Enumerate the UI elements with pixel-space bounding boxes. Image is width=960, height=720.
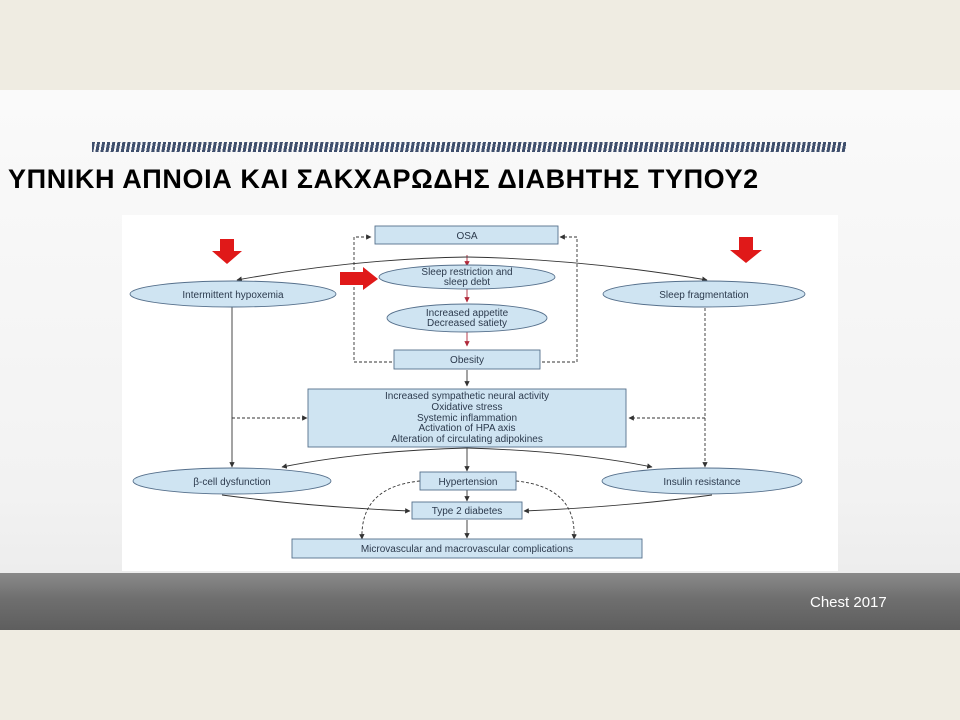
label-mechanism-3: Systemic inflammation xyxy=(417,413,517,424)
node-fragmentation-ellipse xyxy=(602,280,806,308)
edge-obesity-feedback-left xyxy=(353,234,392,363)
label-mechanism-1: Increased sympathetic neural activity xyxy=(385,391,549,402)
highlight-arrow-right xyxy=(730,237,762,263)
label-beta-cell: β-cell dysfunction xyxy=(193,477,270,488)
node-osa-box xyxy=(374,225,559,245)
label-type2-diabetes: Type 2 diabetes xyxy=(432,506,503,517)
edge-beta-to-diabetes xyxy=(221,494,411,514)
edge-mechanisms-to-beta xyxy=(281,447,468,469)
label-insulin-resistance: Insulin resistance xyxy=(663,477,741,488)
diagram-figure: OSA Sleep restriction and sleep debt Int… xyxy=(122,215,838,571)
edge-hypertension-curve-left xyxy=(359,480,421,540)
label-obesity: Obesity xyxy=(450,355,484,366)
node-insulin-resistance-ellipse xyxy=(601,467,803,495)
edge-obesity-feedback-right xyxy=(542,234,578,363)
highlight-arrows xyxy=(212,237,762,290)
flow-diagram: OSA Sleep restriction and sleep debt Int… xyxy=(129,225,806,559)
node-mechanisms-box xyxy=(307,388,627,448)
node-diabetes-box xyxy=(411,501,523,520)
label-osa: OSA xyxy=(456,231,477,242)
edge-hypertension-curve-right xyxy=(515,480,577,540)
node-sleep-restriction-ellipse xyxy=(378,264,556,290)
label-complications: Microvascular and macrovascular complica… xyxy=(361,544,573,555)
node-complications-box xyxy=(291,538,643,559)
label-mechanism-2: Oxidative stress xyxy=(431,402,502,413)
node-appetite-ellipse xyxy=(386,303,548,333)
label-fragmentation: Sleep fragmentation xyxy=(659,290,749,301)
nodes xyxy=(129,225,806,559)
edge-insulin-to-diabetes xyxy=(523,494,713,514)
footer-band xyxy=(0,573,960,630)
label-hypertension: Hypertension xyxy=(439,477,498,488)
node-obesity-box xyxy=(393,349,541,370)
label-sleep-restriction-2: sleep debt xyxy=(444,277,490,288)
label-mechanism-4: Activation of HPA axis xyxy=(418,423,515,434)
edge-osa-to-fragmentation xyxy=(466,256,708,282)
label-mechanism-5: Alteration of circulating adipokines xyxy=(391,434,543,445)
edge-mechanisms-to-insulin xyxy=(466,447,653,469)
highlight-arrow-center xyxy=(340,267,378,290)
decorative-dash-bar xyxy=(92,142,846,152)
slide-title: ΥΠΝΙΚΗ ΑΠΝΟΙΑ ΚΑΙ ΣΑΚΧΑΡΩΔΗΣ ΔΙΑΒΗΤΗΣ ΤΥ… xyxy=(8,164,759,194)
edges xyxy=(221,234,713,540)
label-appetite-1: Increased appetite xyxy=(426,308,509,319)
labels: OSA Sleep restriction and sleep debt Int… xyxy=(182,231,748,555)
node-hypertension-box xyxy=(419,471,517,491)
edge-osa-to-hypoxemia xyxy=(236,256,468,282)
highlight-arrow-left xyxy=(212,239,242,264)
label-sleep-restriction-1: Sleep restriction and xyxy=(421,267,512,278)
slide: ΥΠΝΙΚΗ ΑΠΝΟΙΑ ΚΑΙ ΣΑΚΧΑΡΩΔΗΣ ΔΙΑΒΗΤΗΣ ΤΥ… xyxy=(0,90,960,630)
label-hypoxemia: Intermittent hypoxemia xyxy=(182,290,284,301)
node-hypoxemia-ellipse xyxy=(129,280,337,308)
label-appetite-2: Decreased satiety xyxy=(427,318,507,329)
node-beta-cell-ellipse xyxy=(132,467,332,495)
citation: Chest 2017 xyxy=(810,594,887,611)
